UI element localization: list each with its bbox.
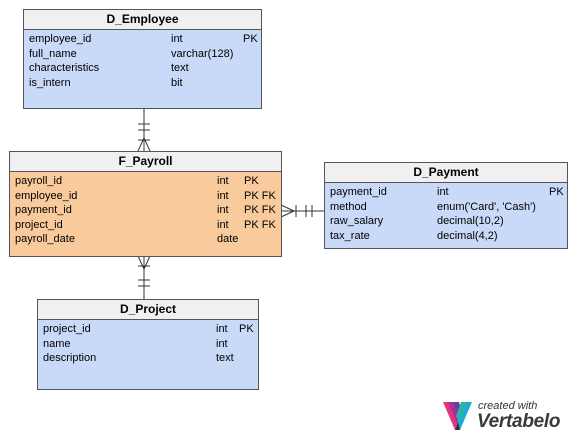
column-type: int [216, 323, 228, 335]
column-type: int [216, 337, 228, 350]
entity-title: D_Employee [24, 10, 261, 30]
entity-f-payroll[interactable]: F_Payroll payroll_id int PK employee_id … [9, 151, 282, 257]
column-row[interactable]: payroll_date date [10, 232, 281, 247]
column-type: text [171, 62, 189, 74]
relationship-payroll-project [137, 255, 151, 299]
logo-created-text: created with [478, 400, 538, 412]
column-name: payment_id [15, 204, 72, 216]
column-name: characteristics [29, 62, 100, 74]
column-name: tax_rate [330, 229, 370, 242]
column-name: project_id [15, 218, 63, 231]
column-type: varchar(128) [171, 47, 234, 60]
vertabelo-logo: created with Vertabelo [441, 398, 575, 434]
column-name: payroll_date [15, 233, 75, 245]
entity-d-payment[interactable]: D_Payment payment_id int PK method enum(… [324, 162, 568, 249]
entity-d-project[interactable]: D_Project project_id int PK name int des… [37, 299, 259, 390]
logo-brand-text: Vertabelo [477, 411, 561, 432]
column-key: PK [239, 323, 254, 335]
column-row[interactable]: employee_id int PK FK [10, 189, 281, 204]
entity-title: F_Payroll [10, 152, 281, 172]
vertabelo-logo-icon [443, 402, 472, 430]
column-type: int [217, 189, 229, 202]
column-key: PK FK [244, 189, 276, 202]
entity-d-employee[interactable]: D_Employee employee_id int PK full_name … [23, 9, 262, 109]
column-row[interactable]: method enum('Card', 'Cash') [325, 200, 567, 215]
column-name: employee_id [29, 33, 92, 45]
column-row[interactable]: raw_salary decimal(10,2) [325, 214, 567, 229]
column-type: int [171, 33, 183, 45]
column-name: method [330, 200, 367, 213]
entity-columns: project_id int PK name int description t… [38, 320, 258, 389]
column-key: PK [243, 33, 258, 45]
column-type: text [216, 352, 234, 364]
column-type: bit [171, 76, 183, 89]
relationship-employee-payroll [137, 108, 151, 152]
column-row[interactable]: project_id int PK FK [10, 218, 281, 233]
column-type: date [217, 233, 239, 245]
entity-title: D_Payment [325, 163, 567, 183]
column-key: PK FK [244, 218, 276, 231]
column-type: int [437, 186, 449, 198]
column-name: project_id [43, 323, 91, 335]
column-row[interactable]: payroll_id int PK [10, 174, 281, 189]
entity-columns: payroll_id int PK employee_id int PK FK … [10, 172, 281, 256]
column-name: full_name [29, 47, 77, 60]
column-name: employee_id [15, 189, 78, 202]
column-key: PK FK [244, 204, 276, 216]
entity-columns: employee_id int PK full_name varchar(128… [24, 30, 261, 108]
column-key: PK [244, 175, 259, 187]
column-type: enum('Card', 'Cash') [437, 200, 536, 213]
relationship-payroll-payment [280, 204, 324, 218]
column-type: int [217, 175, 229, 187]
column-name: raw_salary [330, 215, 384, 227]
column-type: decimal(4,2) [437, 229, 498, 242]
column-row[interactable]: payment_id int PK [325, 185, 567, 200]
column-type: int [217, 204, 229, 216]
column-row[interactable]: characteristics text [24, 61, 261, 76]
column-row[interactable]: full_name varchar(128) [24, 47, 261, 62]
entity-title: D_Project [38, 300, 258, 320]
column-row[interactable]: name int [38, 337, 258, 352]
column-name: name [43, 337, 71, 350]
column-row[interactable]: tax_rate decimal(4,2) [325, 229, 567, 244]
column-type: int [217, 218, 229, 231]
column-row[interactable]: description text [38, 351, 258, 366]
column-name: payroll_id [15, 175, 63, 187]
entity-columns: payment_id int PK method enum('Card', 'C… [325, 183, 567, 248]
column-key: PK [549, 186, 564, 198]
column-row[interactable]: is_intern bit [24, 76, 261, 91]
column-name: payment_id [330, 186, 387, 198]
column-row[interactable]: payment_id int PK FK [10, 203, 281, 218]
column-type: decimal(10,2) [437, 215, 504, 227]
column-name: description [43, 352, 97, 364]
column-row[interactable]: project_id int PK [38, 322, 258, 337]
column-name: is_intern [29, 76, 71, 89]
column-row[interactable]: employee_id int PK [24, 32, 261, 47]
